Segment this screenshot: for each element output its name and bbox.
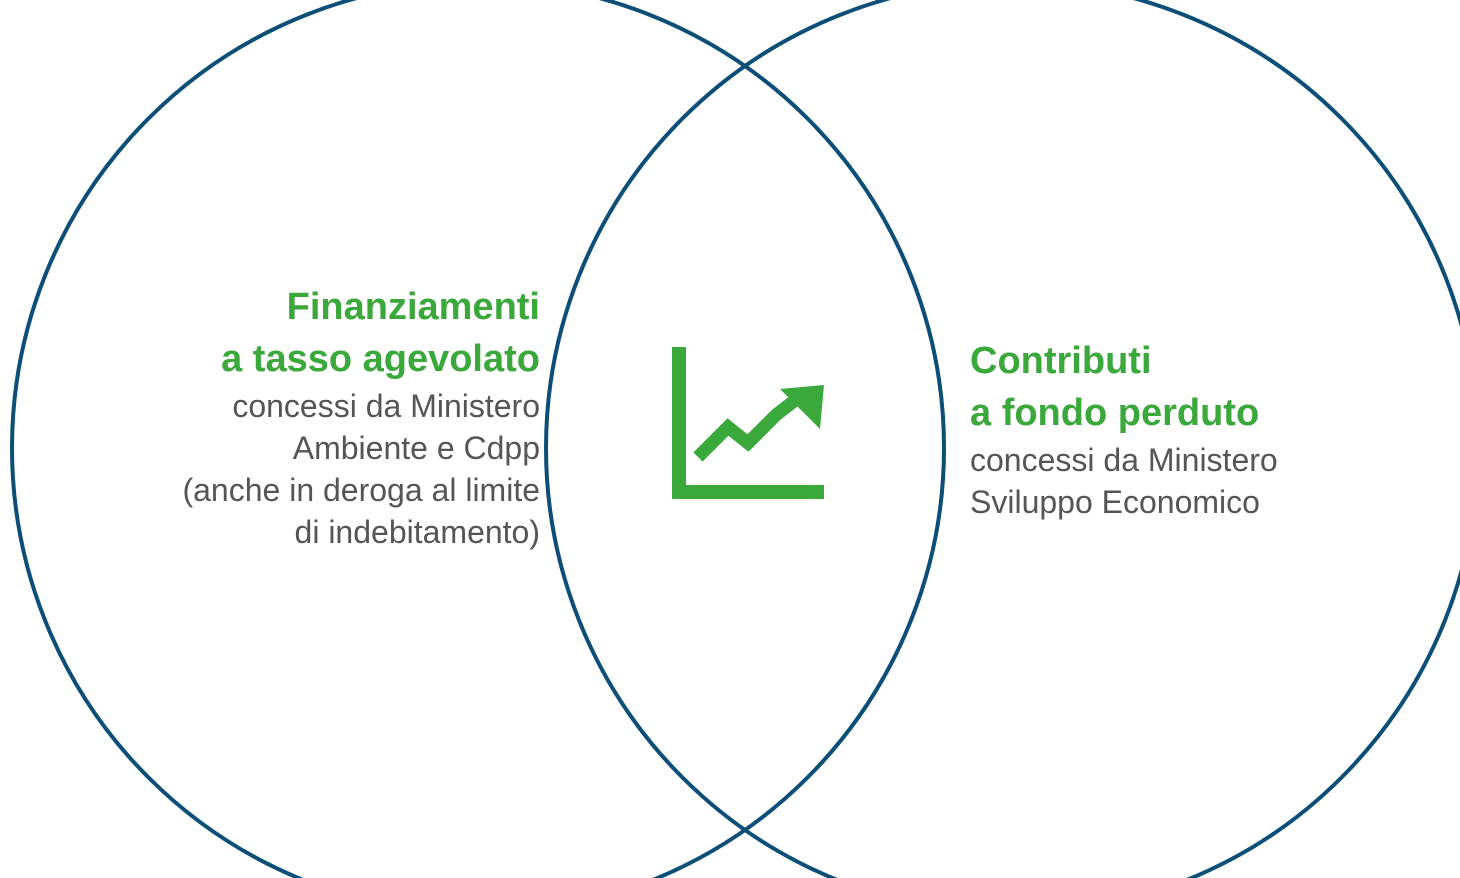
left-description-line-1: concessi da Ministero [232, 388, 540, 424]
right-circle [544, 0, 1460, 878]
left-headline-line-1: Finanziamenti [286, 286, 540, 328]
growth-chart-icon [672, 347, 824, 499]
left-circle-text: Finanziamenti a tasso agevolato concessi… [182, 281, 540, 553]
right-headline-line-1: Contributi [970, 340, 1152, 382]
chart-axes [672, 347, 824, 499]
trend-line [693, 395, 798, 462]
left-description-line-3: (anche in deroga al limite [182, 472, 540, 508]
left-circle [10, 0, 946, 878]
left-description-line-2: Ambiente e Cdpp [292, 430, 540, 466]
trend-arrowhead [780, 385, 824, 429]
left-headline-line-2: a tasso agevolato [221, 338, 540, 380]
left-description-line-4: di indebitamento) [294, 514, 540, 550]
right-description-line-1: concessi da Ministero [970, 442, 1278, 478]
right-circle-text: Contributi a fondo perduto concessi da M… [970, 335, 1278, 523]
right-description-line-2: Sviluppo Economico [970, 484, 1260, 520]
right-headline-line-2: a fondo perduto [970, 392, 1260, 434]
